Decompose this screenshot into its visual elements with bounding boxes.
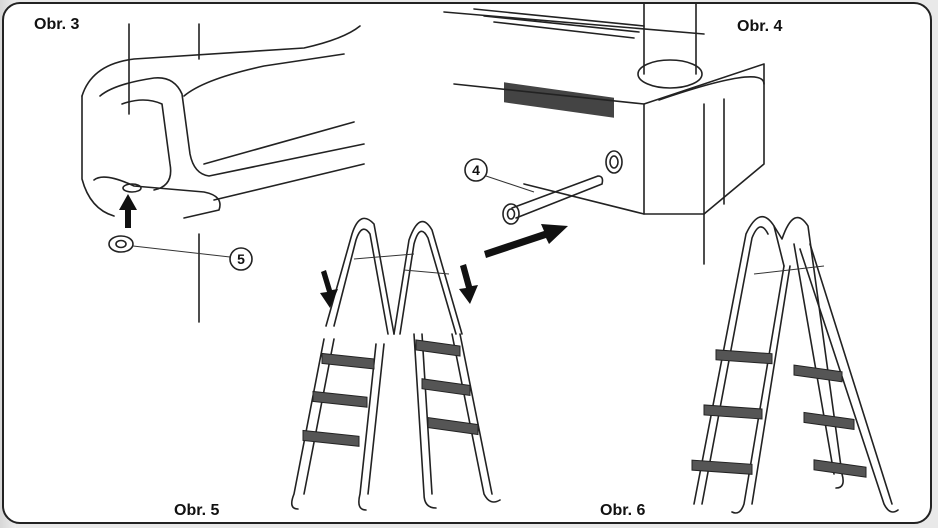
fig4-bolt-head (502, 203, 520, 225)
fig3-up-arrow (119, 194, 137, 228)
fig6-right-step-3 (813, 459, 867, 478)
fig5-down-arrow-left (320, 270, 338, 308)
fig4-rail-tread (504, 82, 614, 118)
fig6-right-arch (773, 216, 844, 489)
fig5-ladder-assembly (290, 217, 501, 511)
fig6-right-leg-b (809, 243, 893, 505)
fig3-callout-circle (229, 247, 253, 271)
fig3-rail-front (81, 95, 115, 217)
fig4-bolt-socket (506, 208, 516, 220)
fig5-right-arch-inner (399, 230, 457, 335)
fig6-left-step-3 (691, 459, 753, 475)
fig5-right-step-2 (421, 378, 471, 397)
fig3-rail-underside (93, 176, 221, 219)
fig5-left-step-3 (302, 429, 360, 447)
fig6-left-step-2 (703, 404, 763, 420)
fig5-top-brace-2 (403, 269, 450, 275)
fig5-right-arch-outer (393, 220, 463, 335)
fig4-bolt-detail (443, 4, 765, 265)
fig6-left-leg-2 (731, 265, 785, 514)
fig6-right-step-1 (793, 364, 843, 383)
fig3-rail-inner (99, 77, 365, 177)
fig3-handrail-detail (81, 23, 365, 323)
fig5-left-step-2 (312, 390, 368, 408)
fig4-label: Obr. 4 (737, 18, 783, 35)
fig6-left-step-1 (715, 349, 773, 365)
fig5-right-leg-1b (421, 333, 433, 495)
fig5-right-leg-2b (459, 333, 493, 495)
fig3-callout-number: 5 (237, 251, 245, 267)
fig5-left-leg-2 (358, 343, 377, 511)
fig5-top-brace (353, 253, 415, 260)
fig6-left-arch-inner (701, 226, 769, 505)
fig5-left-leg-1b (303, 338, 335, 495)
fig3-rail-bottom (213, 163, 365, 201)
fig6-assembled-ladder (691, 216, 899, 514)
fig4-tube-collar (637, 59, 703, 89)
fig6-top-brace (753, 265, 825, 275)
fig3-rail-groove (121, 99, 172, 191)
fig5-left-arch-outer (325, 217, 395, 335)
fig3-rail-top (81, 25, 361, 97)
fig4-callout-number: 4 (472, 162, 480, 178)
fig3-rail-edge (183, 53, 345, 97)
fig4-bolt-shaft (511, 175, 604, 219)
fig4-right-arrow (484, 224, 568, 258)
fig6-right-leg (799, 248, 899, 513)
fig5-label: Obr. 5 (174, 502, 220, 519)
fig5-right-step-3 (427, 417, 479, 436)
fig5-left-arch-inner (333, 228, 389, 335)
fig3-nut-hole (115, 239, 127, 249)
fig4-block-outline (453, 63, 765, 215)
fig6-left-leg-2b (751, 265, 791, 505)
fig3-pin-hole (122, 183, 142, 193)
fig4-callout-leader (485, 175, 535, 193)
fig5-left-leg-2b (367, 343, 385, 495)
fig4-callout-circle (464, 158, 488, 182)
fig3-callout-leader (132, 245, 231, 258)
fig4-bolt-hole-inner (609, 155, 619, 169)
fig5-down-arrow-right (459, 264, 478, 304)
fig4-rail-slats (473, 8, 645, 39)
fig4-bolt-hole (605, 150, 623, 174)
fig5-right-leg-2 (451, 333, 501, 503)
fig6-right-arch-inner (793, 243, 835, 475)
fig6-right-step-2 (803, 411, 855, 431)
fig4-block-lines (703, 98, 725, 215)
fig6-label: Obr. 6 (600, 502, 646, 519)
fig5-right-step-1 (415, 339, 461, 357)
fig3-nut-outer (108, 235, 134, 253)
fig3-nut-part (108, 235, 134, 253)
fig5-left-leg-1 (290, 338, 325, 510)
fig5-right-leg-1 (413, 333, 437, 509)
fig5-left-step-1 (321, 352, 375, 370)
fig3-label: Obr. 3 (34, 16, 80, 33)
fig4-block-cap (658, 76, 765, 101)
illustration-canvas: 5 4 (81, 4, 899, 514)
fig4-bolt-part (502, 175, 604, 225)
fig3-rail-line (203, 121, 355, 165)
